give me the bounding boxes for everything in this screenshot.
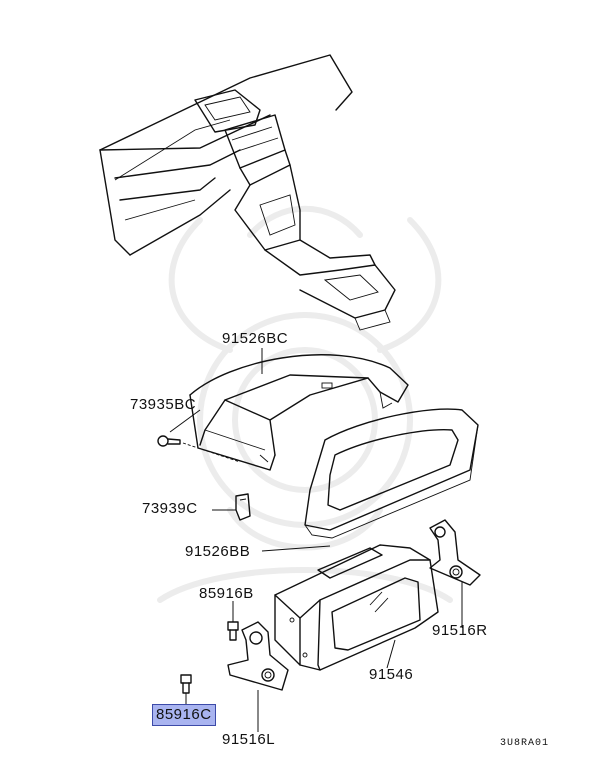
label-73939C: 73939C [142, 500, 198, 517]
label-85916C-highlighted[interactable]: 85916C [152, 704, 216, 726]
drawing-code: 3U8RA01 [500, 738, 550, 749]
combination-meter-91546 [274, 544, 439, 671]
dashboard-illustration [99, 54, 396, 331]
watermark-emblem [157, 205, 453, 603]
label-73935BC: 73935BC [130, 396, 197, 413]
bracket-91516L [227, 621, 289, 691]
label-85916B: 85916B [199, 585, 254, 602]
bracket-91516R [429, 519, 481, 586]
label-91526BC: 91526BC [222, 330, 289, 347]
label-91516R: 91516R [432, 622, 488, 639]
screw-73935BC [157, 435, 241, 463]
screw-85916C [180, 674, 192, 694]
label-91546: 91546 [369, 666, 414, 683]
leader-lines [169, 348, 463, 732]
meter-bezel-91526BB [304, 408, 479, 539]
meter-hood-91526BC [189, 354, 409, 471]
clip-73939C [235, 493, 251, 521]
label-91526BB: 91526BB [185, 543, 251, 560]
label-91516L: 91516L [222, 731, 276, 748]
screw-85916B [227, 621, 239, 641]
